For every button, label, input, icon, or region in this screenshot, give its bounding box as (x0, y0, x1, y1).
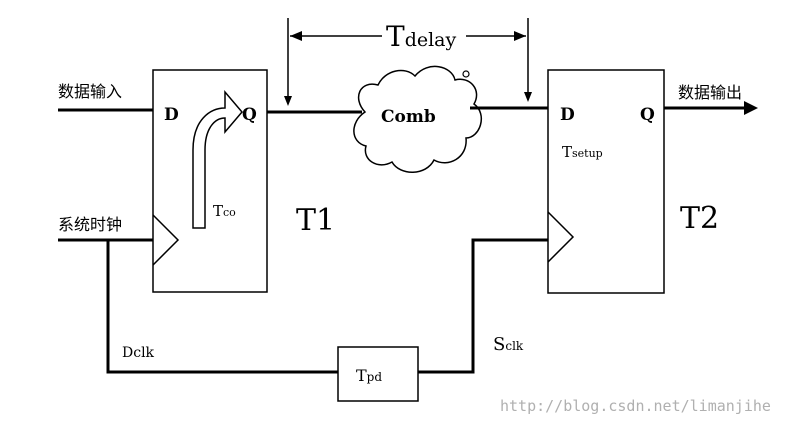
tpd-box (337, 346, 419, 402)
flip-flop-2-box (547, 69, 665, 294)
flip-flop-1-box (152, 69, 268, 293)
dclk-label: Dclk (122, 345, 155, 361)
tdelay-left-tick-arrow-icon (284, 96, 292, 106)
tpd-label: Tpd (356, 366, 382, 385)
tdelay-label-main: T (386, 20, 405, 53)
comb-cloud-blob-icon (462, 70, 470, 78)
sclk-label-main: S (493, 334, 505, 355)
tsetup-label-main: T (562, 143, 572, 161)
flip-flop-1-d-pin: D (164, 105, 179, 125)
flip-flop-2-q-pin: Q (640, 105, 655, 125)
comb-cloud-icon (353, 65, 483, 173)
tdelay-label-sub: delay (405, 29, 457, 51)
tdelay-right-tick-arrow-icon (524, 92, 532, 102)
flip-flop-2-clock-triangle (547, 211, 575, 263)
tdelay-right-arrow-icon (514, 31, 526, 41)
t2-label: T2 (680, 201, 719, 236)
tdelay-label: Tdelay (386, 20, 456, 53)
tpd-label-main: T (356, 366, 367, 385)
sclk-label: Sclk (493, 334, 524, 355)
tpd-label-sub: pd (367, 370, 383, 384)
watermark-text: http://blog.csdn.net/limanjihe (500, 397, 771, 415)
sclk-wire (418, 238, 548, 374)
comb-label: Comb (381, 107, 436, 127)
flip-flop-1-clock-triangle (152, 214, 180, 266)
flip-flop-1-q-pin: Q (242, 105, 257, 125)
flip-flop-2-d-pin: D (560, 105, 575, 125)
data-input-label: 数据输入 (58, 82, 122, 101)
data-output-label: 数据输出 (678, 83, 742, 102)
tco-label-main: T (213, 202, 223, 220)
system-clock-label: 系统时钟 (58, 215, 122, 234)
dclk-wire (106, 240, 338, 374)
tco-label-sub: co (223, 206, 236, 219)
tsetup-label-sub: setup (572, 147, 603, 160)
output-arrowhead-icon (744, 101, 758, 115)
tco-arrow-icon (192, 89, 243, 229)
tco-label: Tco (213, 202, 236, 220)
sclk-label-sub: clk (505, 339, 524, 353)
t1-label: T1 (296, 203, 335, 238)
tdelay-left-arrow-icon (290, 31, 302, 41)
tsetup-label: Tsetup (562, 143, 603, 161)
